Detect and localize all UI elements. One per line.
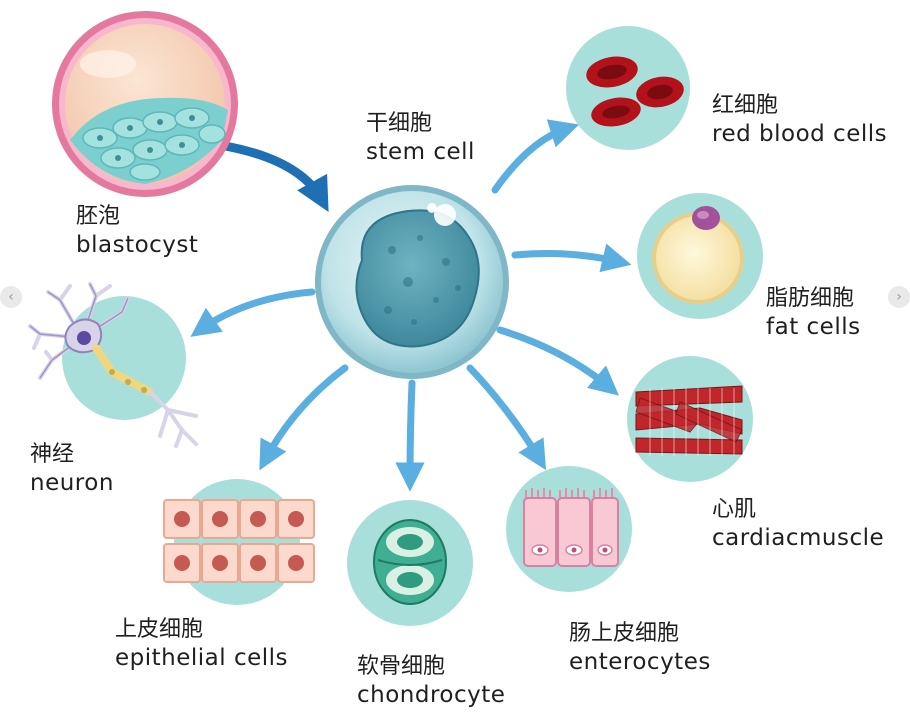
label-rbc: 红细胞 red blood cells bbox=[712, 92, 887, 148]
stem-cell-illustration bbox=[315, 185, 509, 379]
label-fat-zh: 脂肪细胞 bbox=[766, 286, 855, 311]
label-neuron: 神经 neuron bbox=[30, 441, 114, 497]
label-chondrocyte: 软骨细胞 chondrocyte bbox=[357, 653, 505, 709]
label-enterocytes: 肠上皮细胞 enterocytes bbox=[569, 620, 711, 676]
arrow-stem-to-rbc bbox=[491, 119, 580, 194]
label-cardiac-zh: 心肌 bbox=[712, 497, 757, 522]
arrow-stem-to-chondrocyte bbox=[395, 379, 425, 492]
label-blastocyst-en: blastocyst bbox=[76, 231, 199, 258]
chevron-right-icon[interactable]: › bbox=[888, 286, 910, 308]
arrow-blastocyst-to-stem bbox=[220, 141, 329, 212]
label-neuron-en: neuron bbox=[30, 469, 114, 496]
red-blood-cells-illustration bbox=[566, 26, 690, 150]
chevron-left-icon[interactable]: ‹ bbox=[0, 286, 22, 308]
label-epithelial-zh: 上皮细胞 bbox=[115, 617, 204, 642]
arrow-stem-to-fat bbox=[511, 243, 632, 273]
label-enterocytes-en: enterocytes bbox=[569, 648, 711, 675]
label-chondrocyte-zh: 软骨细胞 bbox=[357, 654, 446, 679]
arrows bbox=[190, 119, 632, 492]
label-cardiac-en: cardiacmuscle bbox=[712, 524, 885, 551]
blastocyst-illustration bbox=[52, 11, 238, 197]
arrow-stem-to-enterocytes bbox=[466, 364, 547, 471]
label-stem-cell-zh: 干细胞 bbox=[366, 111, 433, 136]
chondrocyte-illustration bbox=[347, 500, 473, 626]
label-rbc-zh: 红细胞 bbox=[712, 93, 779, 118]
epithelial-cells-illustration bbox=[163, 479, 315, 605]
label-fat-en: fat cells bbox=[766, 313, 861, 340]
arrow-stem-to-cardiac bbox=[496, 326, 619, 396]
label-stem-cell: 干细胞 stem cell bbox=[366, 110, 475, 166]
arrow-stem-to-epithelial bbox=[259, 364, 349, 471]
arrow-stem-to-neuron bbox=[190, 288, 316, 337]
enterocytes-illustration bbox=[506, 466, 632, 592]
label-chondrocyte-en: chondrocyte bbox=[357, 681, 506, 708]
label-neuron-zh: 神经 bbox=[30, 442, 75, 467]
fat-cell-illustration bbox=[637, 193, 763, 319]
label-blastocyst-zh: 胚泡 bbox=[76, 204, 121, 229]
label-enterocytes-zh: 肠上皮细胞 bbox=[569, 621, 680, 646]
label-blastocyst: 胚泡 blastocyst bbox=[76, 203, 198, 259]
neuron-illustration bbox=[28, 282, 198, 448]
label-epithelial-en: epithelial cells bbox=[115, 644, 289, 671]
label-rbc-en: red blood cells bbox=[712, 120, 888, 147]
label-cardiac: 心肌 cardiacmuscle bbox=[712, 496, 884, 552]
label-stem-cell-en: stem cell bbox=[366, 138, 475, 165]
label-fat: 脂肪细胞 fat cells bbox=[766, 285, 861, 341]
label-epithelial: 上皮细胞 epithelial cells bbox=[115, 616, 288, 672]
cardiac-muscle-illustration bbox=[627, 356, 753, 482]
